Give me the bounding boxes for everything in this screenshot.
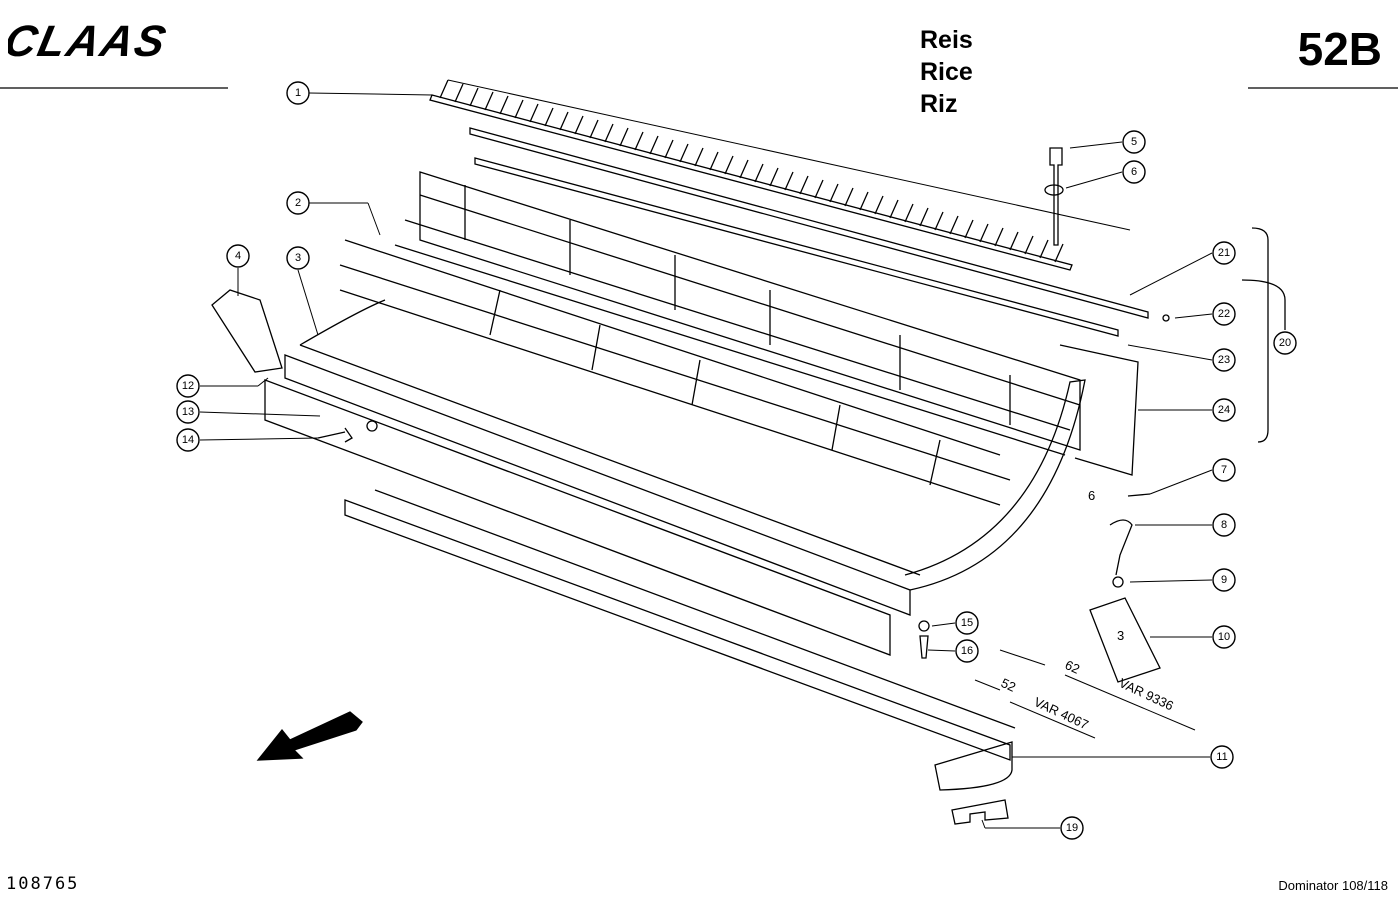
- claas-logo: CLAAS: [8, 18, 172, 64]
- bottom-bar-part-11: [344, 489, 1016, 791]
- washer-part-13: [366, 420, 378, 432]
- callout-2: 2: [286, 191, 310, 215]
- callout-10: 10: [1212, 625, 1236, 649]
- page-number: 52B: [1297, 23, 1382, 75]
- svg-text:14: 14: [182, 434, 194, 446]
- callout-11: 11: [1210, 745, 1234, 769]
- nut-part-15: [918, 620, 930, 632]
- title-block: Reis Rice Riz: [920, 24, 973, 120]
- svg-text:8: 8: [1221, 519, 1227, 531]
- callout-1: 1: [286, 81, 310, 105]
- callout-9: 9: [1212, 568, 1236, 592]
- callout-19: 19: [1060, 816, 1084, 840]
- svg-text:19: 19: [1066, 822, 1078, 834]
- svg-text:21: 21: [1218, 247, 1230, 259]
- title-fr: Riz: [920, 90, 958, 118]
- callout-15: 15: [955, 611, 979, 635]
- strip-part-23: [474, 157, 1119, 337]
- model-label: Dominator 108/118: [1278, 878, 1388, 893]
- svg-text:11: 11: [1216, 751, 1227, 763]
- svg-text:23: 23: [1218, 354, 1230, 366]
- svg-text:24: 24: [1218, 404, 1230, 416]
- svg-text:1: 1: [295, 87, 301, 99]
- callout-5: 5: [1122, 130, 1146, 154]
- plate-part-4: [211, 289, 283, 373]
- part-7-mark: 6: [1088, 488, 1095, 503]
- side-plate-part-24: [1059, 344, 1139, 476]
- plate-part-10: [1089, 597, 1161, 683]
- callout-20: 20: [1273, 331, 1297, 355]
- callout-14: 14: [176, 428, 200, 452]
- svg-text:16: 16: [961, 645, 973, 657]
- comb-strip-part-1: [429, 79, 1131, 271]
- callout-4: 4: [226, 244, 250, 268]
- bolt-part-16: [919, 635, 929, 659]
- pin-part-8: [1109, 519, 1133, 576]
- svg-text:20: 20: [1279, 337, 1291, 349]
- bolt-part-5: [1049, 147, 1063, 246]
- svg-text:2: 2: [295, 197, 301, 209]
- svg-text:13: 13: [182, 406, 194, 418]
- callout-12: 12: [176, 374, 200, 398]
- dimension-width-a: 62: [1063, 657, 1082, 677]
- nut-part-9: [1112, 576, 1124, 588]
- title-en: Rice: [920, 58, 973, 86]
- svg-text:5: 5: [1131, 136, 1137, 148]
- concave-cage-frame: [339, 171, 1081, 506]
- svg-text:15: 15: [961, 617, 973, 629]
- callout-3: 3: [286, 246, 310, 270]
- callout-13: 13: [176, 400, 200, 424]
- callout-7: 7: [1212, 458, 1236, 482]
- clip-part-19: [951, 799, 1009, 825]
- bracket-group-20: [1251, 227, 1269, 443]
- svg-text:12: 12: [182, 380, 194, 392]
- dimension-width-b: 52: [999, 675, 1018, 695]
- plate-10-mark: 3: [1117, 628, 1124, 643]
- callout-24: 24: [1212, 398, 1236, 422]
- callout-8: 8: [1212, 513, 1236, 537]
- bolt-part-14: [317, 427, 353, 443]
- washer-part-6: [1044, 184, 1064, 196]
- direction-arrow: [256, 711, 363, 761]
- callout-6: 6: [1122, 160, 1146, 184]
- svg-text:10: 10: [1218, 631, 1230, 643]
- title-de: Reis: [920, 26, 973, 54]
- screw-part-22: [1162, 314, 1170, 322]
- claas-logo-text: CLAAS: [8, 18, 172, 64]
- callout-21: 21: [1212, 241, 1236, 265]
- svg-text:4: 4: [235, 250, 241, 262]
- variant-label-b: VAR 4067: [1032, 694, 1091, 732]
- front-rail-part-12: [264, 379, 891, 656]
- strip-part-21: [469, 127, 1149, 319]
- variant-dimension-lines: [974, 649, 1196, 739]
- callout-16: 16: [955, 639, 979, 663]
- svg-text:9: 9: [1221, 574, 1227, 586]
- bolt-part-7: [1127, 493, 1151, 497]
- svg-text:7: 7: [1221, 464, 1227, 476]
- svg-text:22: 22: [1218, 308, 1230, 320]
- leader-lines: [199, 92, 1213, 829]
- callout-22: 22: [1212, 302, 1236, 326]
- concave-body: [284, 299, 1086, 616]
- svg-text:3: 3: [295, 252, 301, 264]
- document-number: 108765: [6, 874, 80, 894]
- callout-23: 23: [1212, 348, 1236, 372]
- svg-text:6: 6: [1131, 166, 1137, 178]
- variant-label-a: VAR 9336: [1117, 675, 1176, 713]
